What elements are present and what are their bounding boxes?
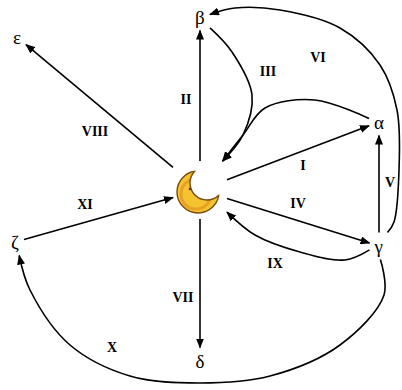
node-letter: β: [193, 7, 207, 28]
arrow-connector: [199, 31, 201, 162]
moon-eye: [189, 188, 192, 191]
greek-letter-node: δ: [194, 351, 207, 372]
arrow-connector: [378, 136, 380, 233]
moon-icon: [176, 164, 224, 216]
edge-number: II: [180, 92, 193, 108]
arrow-connector: [19, 256, 385, 384]
edge-number: VII: [171, 290, 194, 306]
edge-number: XI: [76, 197, 94, 213]
node-letter: δ: [194, 351, 207, 372]
node-letter: ε: [11, 27, 23, 48]
greek-letter-node: β: [193, 7, 207, 28]
greek-letter-node: α: [372, 112, 386, 133]
edge-number: VI: [309, 50, 327, 66]
arrow-connector: [223, 100, 369, 161]
node-letter: α: [372, 112, 386, 133]
edge-number: I: [299, 158, 306, 174]
edge-number: IX: [266, 256, 284, 272]
node-letter: ζ: [9, 232, 21, 253]
moon-icon-node: [176, 164, 224, 216]
moon-shade: [181, 179, 211, 209]
arrow-connector: [26, 45, 173, 168]
arrow-connector: [210, 7, 400, 232]
edge-number: VIII: [81, 124, 109, 140]
edge-number: V: [384, 175, 396, 191]
arrow-connector: [199, 219, 201, 348]
greek-letter-node: ζ: [9, 232, 21, 253]
arrow-connector: [210, 28, 252, 161]
arrow-connector: [24, 198, 173, 240]
edge-number: IV: [289, 196, 307, 212]
greek-letter-node: ε: [11, 27, 23, 48]
greek-letter-node: γ: [373, 236, 386, 257]
node-letter: γ: [373, 236, 386, 257]
moon-body: [177, 171, 219, 213]
edge-number: III: [259, 64, 277, 80]
moon-inner-edge: [190, 166, 224, 200]
arrow-connector: [227, 212, 370, 260]
edge-number: X: [106, 340, 118, 356]
arrow-connector: [227, 126, 369, 180]
